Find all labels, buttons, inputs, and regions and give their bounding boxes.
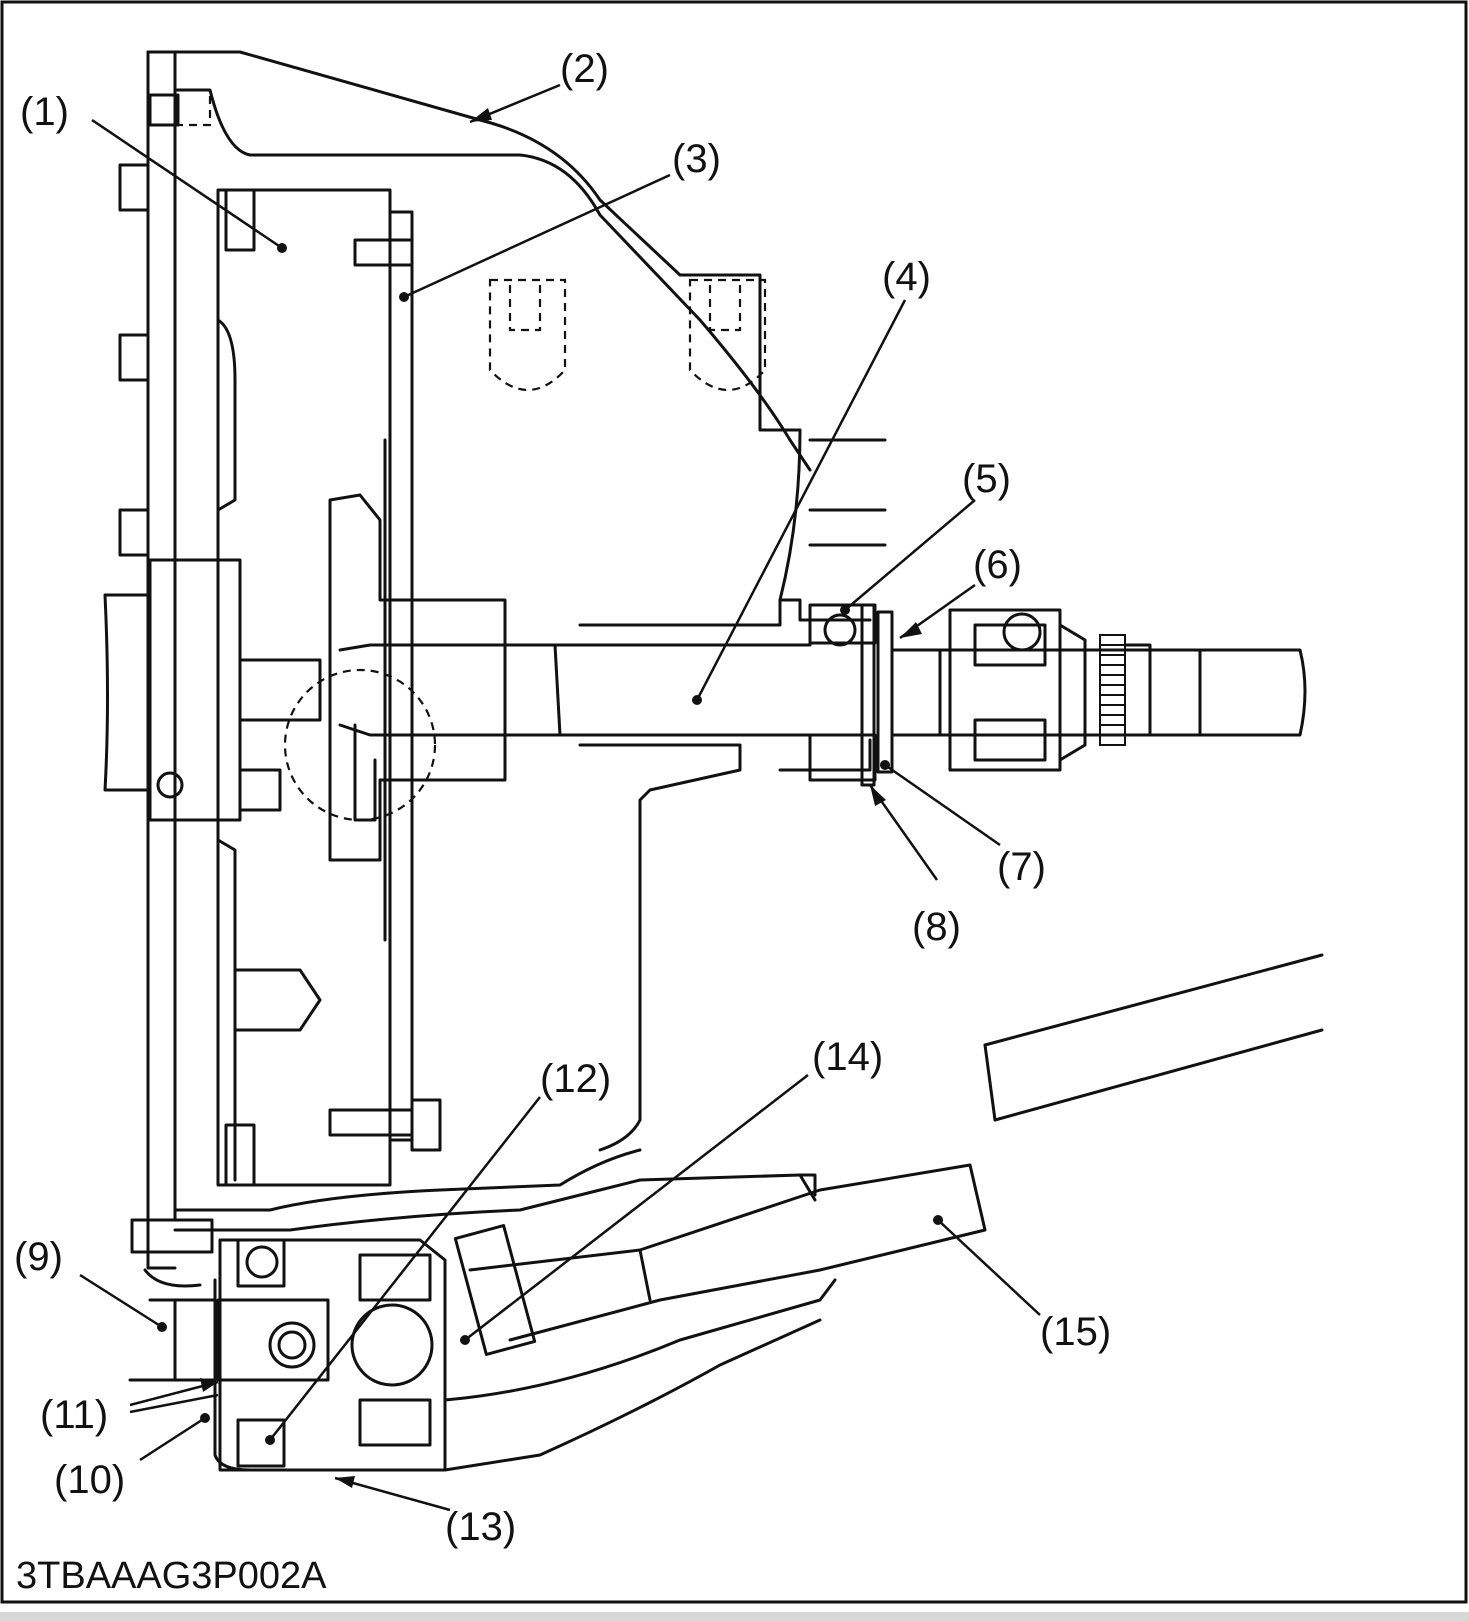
callout-7: (7): [997, 845, 1046, 889]
bracket: [128, 1268, 217, 1382]
crankshaft: [103, 558, 437, 822]
callout-13: (13): [445, 1505, 516, 1549]
clutch-cover: [216, 188, 507, 1187]
callout-8: (8): [912, 905, 961, 949]
callout-14: (14): [812, 1035, 883, 1079]
callout-12: (12): [540, 1057, 611, 1101]
callout-9: (9): [14, 1235, 63, 1279]
callout-11: (11): [40, 1393, 108, 1437]
callout-10: (10): [54, 1458, 125, 1502]
housing-pockets: [488, 278, 767, 392]
page-edge: [0, 1612, 1469, 1621]
callout-6: (6): [973, 543, 1022, 587]
leader-lines: [79, 83, 1041, 1512]
release-fork: [213, 1163, 987, 1472]
callout-2: (2): [560, 47, 609, 91]
flywheel-housing: [118, 50, 812, 1270]
callout-labels: (1) (2) (3) (4) (5) (6) (7) (8) (9) (10)…: [14, 47, 1111, 1549]
callout-5: (5): [962, 457, 1011, 501]
callout-4: (4): [882, 255, 931, 299]
figure-code: 3TBAAAG3P002A: [16, 1555, 327, 1597]
callout-1: (1): [20, 90, 69, 134]
pedal-rod: [983, 953, 1324, 1122]
lower-housing: [130, 1148, 817, 1254]
callout-3: (3): [672, 137, 721, 181]
callout-15: (15): [1040, 1310, 1111, 1354]
input-shaft: [338, 428, 1307, 1152]
